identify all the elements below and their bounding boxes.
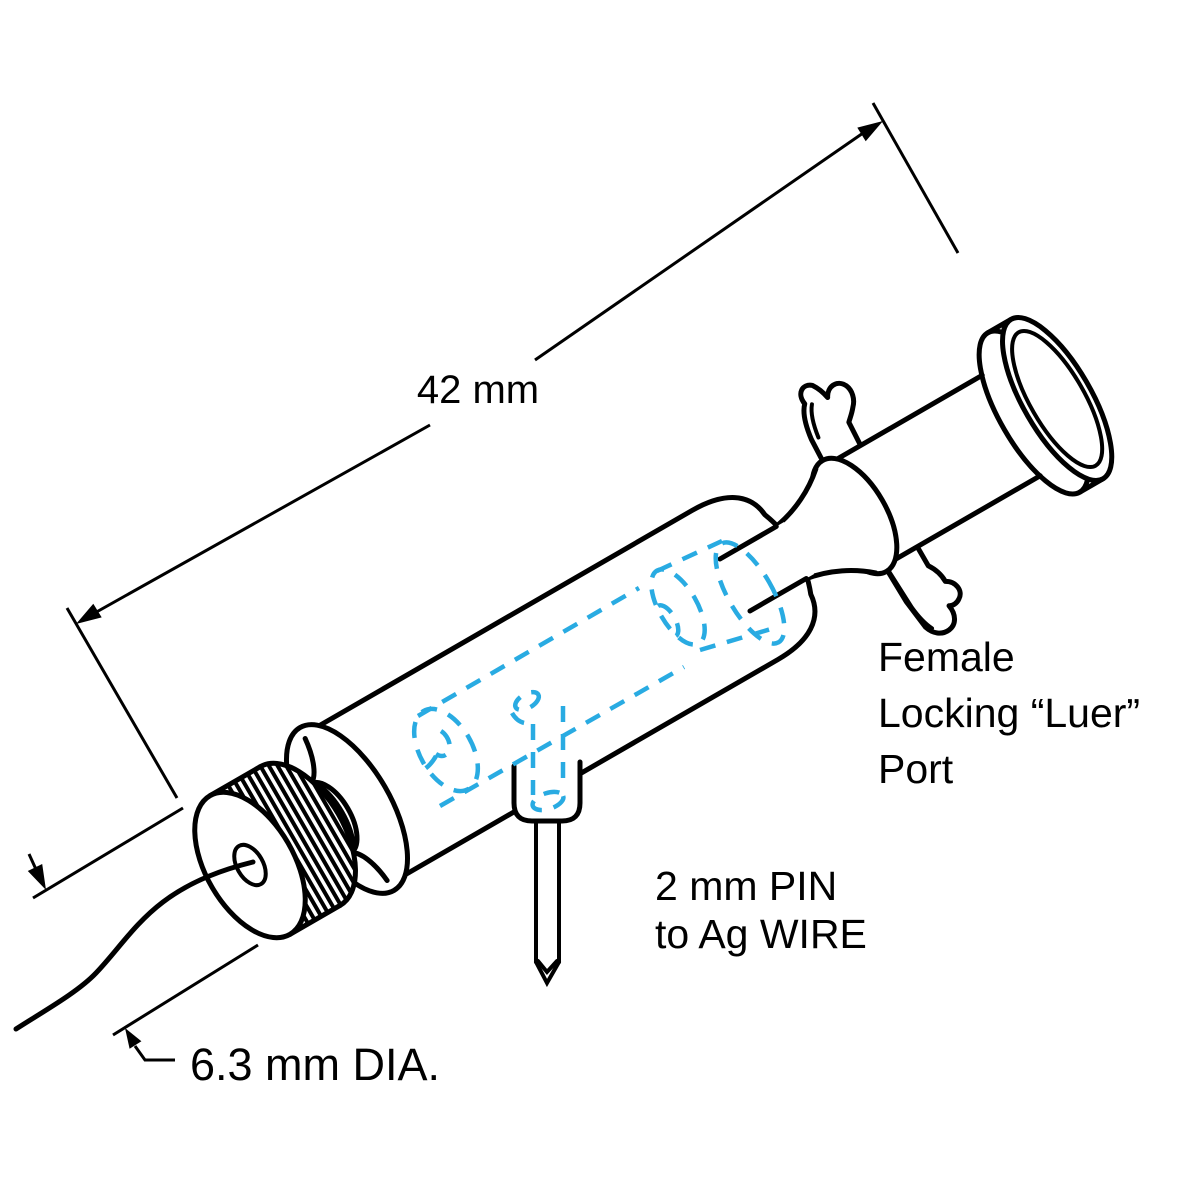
pin-label-line1: 2 mm PIN: [655, 863, 837, 909]
hidden-wire-tail: [415, 754, 438, 776]
luer-label-line3: Port: [878, 746, 954, 792]
pin-label-line2: to Ag WIRE: [655, 911, 867, 957]
wing-plate-thickness-line-lower: [884, 564, 935, 631]
length-dimension-text: 42 mm: [417, 368, 539, 412]
hidden-bore-opening: [656, 603, 681, 638]
arrowhead-lower: [76, 603, 102, 624]
extension-line-upper: [871, 102, 960, 254]
arrowhead-diameter-bottom: [125, 1028, 142, 1049]
flange-face-rim: [1010, 328, 1105, 470]
hidden-junction-curl: [510, 711, 532, 726]
hidden-cavity-taper-top: [656, 538, 723, 574]
luer-flange: [976, 315, 1115, 497]
diameter-tangent-lower: [112, 943, 259, 1037]
hidden-internals: [411, 538, 787, 813]
hidden-cavity-taper-bottom: [699, 626, 772, 653]
hidden-junction-elbow: [512, 689, 542, 713]
dimension-length: 42 mm: [65, 102, 960, 799]
dimension-diameter: 6.3 mm DIA.: [27, 806, 440, 1090]
wing-plate-thickness-line: [809, 402, 821, 440]
hidden-cavity-step2: [713, 540, 787, 646]
arrowhead-upper: [857, 121, 883, 142]
diameter-tangent-upper: [32, 806, 184, 900]
silver-wire: [13, 859, 256, 1032]
extension-line-lower: [65, 607, 179, 799]
diameter-dimension-text: 6.3 mm DIA.: [190, 1039, 440, 1090]
hidden-bore-upper: [416, 586, 641, 718]
luer-label-line2: Locking “Luer”: [878, 690, 1140, 736]
label-luer-port: Female Locking “Luer” Port: [878, 634, 1140, 792]
hidden-boss-opening: [530, 789, 566, 813]
label-pin: 2 mm PIN to Ag WIRE: [655, 863, 867, 957]
device-assembly: [192, 315, 1115, 941]
connector-pin: [534, 819, 561, 988]
luer-neck: [717, 522, 815, 614]
dimension-line-lower-segment: [83, 423, 431, 621]
arrowhead-diameter-top: [27, 864, 46, 890]
diameter-leader: [133, 1045, 175, 1062]
hidden-wire-coil: [434, 729, 452, 759]
luer-label-line1: Female: [878, 634, 1015, 680]
dimension-line-upper-segment: [534, 129, 867, 362]
